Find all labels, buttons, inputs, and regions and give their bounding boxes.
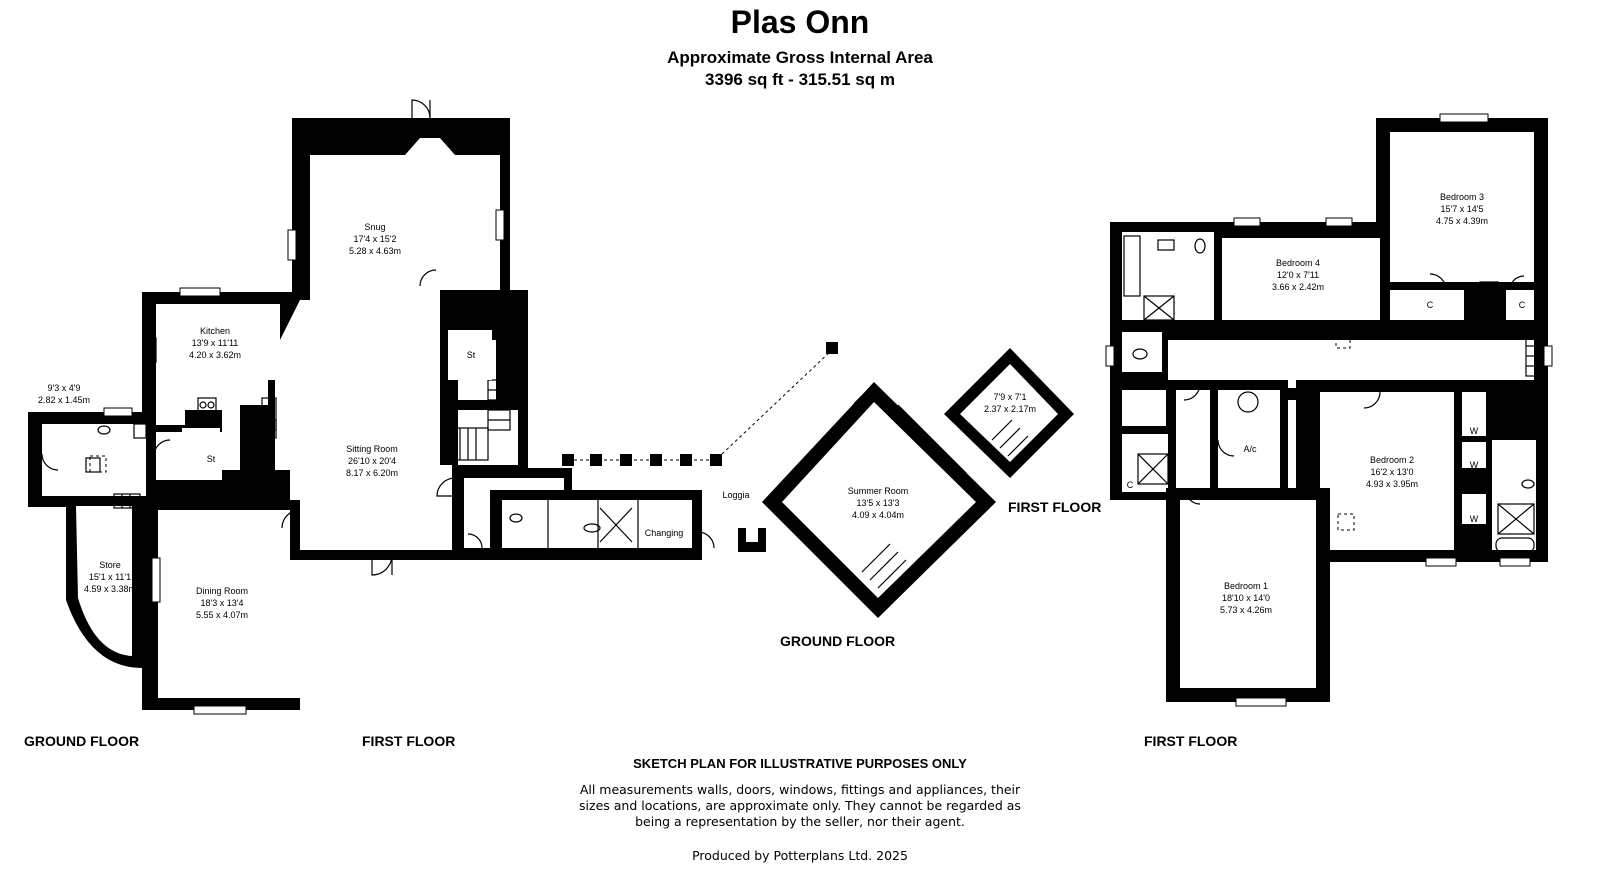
bedroom-4-imperial: 12'0 x 7'11: [1277, 270, 1319, 280]
bedroom-1-name: Bedroom 1: [1224, 581, 1268, 591]
loggia-label: Loggia: [722, 490, 749, 500]
ac-label: A/c: [1243, 444, 1257, 454]
snug-name: Snug: [364, 222, 385, 232]
dining-room-name: Dining Room: [196, 586, 248, 596]
upper-room-imperial: 7'9 x 7'1: [994, 392, 1027, 402]
bedroom-1-imperial: 18'10 x 14'0: [1222, 593, 1270, 603]
bedroom-3-name: Bedroom 3: [1440, 192, 1484, 202]
summer-room-imperial: 13'5 x 13'3: [857, 498, 900, 508]
sitting-room-name: Sitting Room: [346, 444, 398, 454]
room-labels: Snug 17'4 x 15'2 5.28 x 4.63m Kitchen 13…: [38, 192, 1526, 620]
wardrobe-label-2: W: [1470, 460, 1479, 470]
porch-imperial: 9'3 x 4'9: [48, 383, 81, 393]
upper-room-metric: 2.37 x 2.17m: [984, 404, 1036, 414]
first-floor-label-left: FIRST FLOOR: [362, 733, 455, 749]
plan-area: 3396 sq ft - 315.51 sq m: [705, 70, 895, 89]
bedroom-1-metric: 5.73 x 4.26m: [1220, 605, 1272, 615]
upper-room-plan: [944, 348, 1074, 478]
kitchen-metric: 4.20 x 3.62m: [189, 350, 241, 360]
store-name: Store: [99, 560, 121, 570]
first-floor-label-right: FIRST FLOOR: [1144, 733, 1237, 749]
bedroom-3-imperial: 15'7 x 14'5: [1441, 204, 1484, 214]
main-house-plan: [28, 99, 838, 715]
first-floor-label-summer: FIRST FLOOR: [1008, 499, 1101, 515]
changing-label: Changing: [645, 528, 684, 538]
summer-room-plan: [762, 382, 996, 618]
summer-room-metric: 4.09 x 4.04m: [852, 510, 904, 520]
disclaimer-heading: SKETCH PLAN FOR ILLUSTRATIVE PURPOSES ON…: [633, 756, 967, 771]
first-floor-plan: [1105, 113, 1553, 707]
bedroom-4-name: Bedroom 4: [1276, 258, 1320, 268]
cupboard-label-3: C: [1127, 480, 1134, 490]
bedroom-3-metric: 4.75 x 4.39m: [1436, 216, 1488, 226]
producer-credit: Produced by Potterplans Ltd. 2025: [692, 848, 908, 863]
kitchen-name: Kitchen: [200, 326, 230, 336]
snug-metric: 5.28 x 4.63m: [349, 246, 401, 256]
bedroom-2-metric: 4.93 x 3.95m: [1366, 479, 1418, 489]
cupboard-label-2: C: [1519, 300, 1526, 310]
sitting-room-metric: 8.17 x 6.20m: [346, 468, 398, 478]
dining-room-metric: 5.55 x 4.07m: [196, 610, 248, 620]
porch-metric: 2.82 x 1.45m: [38, 395, 90, 405]
store-label-st: St: [467, 350, 476, 360]
disclaimer-text: All measurements walls, doors, windows, …: [579, 782, 1021, 829]
kitchen-store-label-st: St: [207, 454, 216, 464]
ground-floor-label-summer: GROUND FLOOR: [780, 633, 895, 649]
bedroom-2-name: Bedroom 2: [1370, 455, 1414, 465]
bedroom-2-imperial: 16'2 x 13'0: [1371, 467, 1414, 477]
plan-title: Plas Onn: [730, 4, 870, 40]
floor-labels: GROUND FLOOR FIRST FLOOR GROUND FLOOR FI…: [24, 499, 1237, 749]
summer-room-name: Summer Room: [848, 486, 909, 496]
kitchen-imperial: 13'9 x 11'11: [192, 338, 239, 348]
snug-imperial: 17'4 x 15'2: [354, 234, 397, 244]
store-metric: 4.59 x 3.38m: [84, 584, 136, 594]
dining-room-imperial: 18'3 x 13'4: [201, 598, 244, 608]
store-imperial: 15'1 x 11'1: [89, 572, 131, 582]
plan-subtitle: Approximate Gross Internal Area: [667, 48, 933, 67]
wardrobe-label-3: W: [1470, 514, 1479, 524]
bedroom-4-metric: 3.66 x 2.42m: [1272, 282, 1324, 292]
wardrobe-label-1: W: [1470, 426, 1479, 436]
ground-floor-label-left: GROUND FLOOR: [24, 733, 139, 749]
sitting-room-imperial: 26'10 x 20'4: [348, 456, 396, 466]
cupboard-label-1: C: [1427, 300, 1434, 310]
